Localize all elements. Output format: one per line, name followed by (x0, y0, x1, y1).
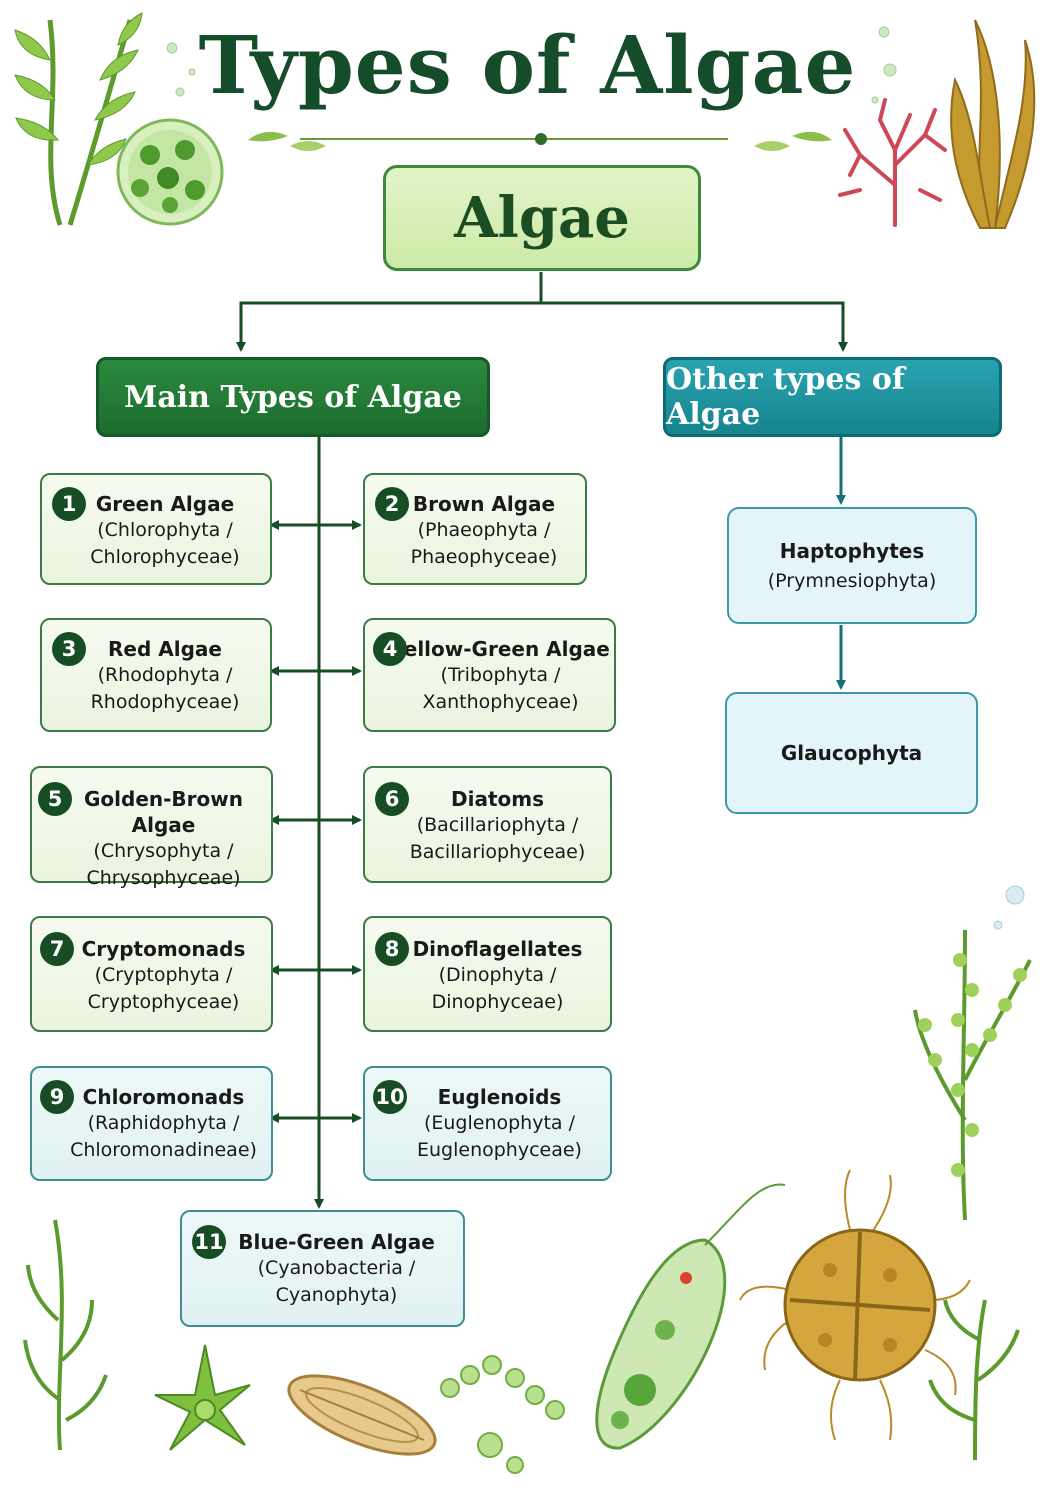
item-name: Diatoms (451, 787, 544, 811)
green-colony-cell-illustration (116, 118, 224, 226)
item-scientific: (Chrysophyta / (93, 840, 234, 862)
green-branch-beads (918, 953, 1027, 1177)
algae-item-2: 2 Brown Algae (Phaeophyta / Phaeophyceae… (363, 473, 587, 585)
item-scientific-2: Chloromonadineae) (70, 1139, 257, 1161)
algae-item-7: 7 Cryptomonads (Cryptophyta / Cryptophyc… (30, 916, 273, 1032)
diatom-illustration (287, 1374, 437, 1456)
algae-item-11: 11 Blue-Green Algae (Cyanobacteria / Cya… (180, 1210, 465, 1327)
dinoflagellate-illustration (739, 1169, 971, 1441)
bubbles-right (993, 885, 1025, 930)
item-name: Cryptomonads (81, 937, 246, 961)
number-badge: 6 (375, 782, 409, 816)
category-main-types: Main Types of Algae (96, 357, 490, 437)
item-scientific: (Rhodophyta / (97, 664, 233, 686)
item-scientific-2: Xanthophyceae) (422, 691, 579, 713)
bottom-right-seaweed-illustration (928, 1299, 1020, 1461)
item-name: Green Algae (95, 492, 235, 516)
number-badge: 9 (40, 1080, 74, 1114)
algae-item-1: 1 Green Algae (Chlorophyta / Chlorophyce… (40, 473, 272, 585)
algae-item-6: 6 Diatoms (Bacillariophyta / Bacillariop… (363, 766, 612, 883)
item-name: Euglenoids (437, 1085, 562, 1109)
item-scientific: (Euglenophyta / (423, 1112, 576, 1134)
item-scientific: (Raphidophyta / (87, 1112, 240, 1134)
bottom-left-seaweed-illustration (23, 1219, 108, 1451)
euglena-illustration (595, 1183, 786, 1450)
algae-item-3: 3 Red Algae (Rhodophyta / Rhodophyceae) (40, 618, 272, 732)
item-scientific-2: Dinophyceae) (431, 991, 564, 1013)
star-shaped-algae-illustration (154, 1344, 251, 1451)
category-other-types: Other types of Algae (663, 357, 1002, 437)
item-scientific-2: Bacillariophyceae) (409, 841, 586, 863)
number-badge: 10 (373, 1080, 407, 1114)
number-badge: 4 (373, 632, 407, 666)
item-scientific-2: Euglenophyceae) (417, 1139, 582, 1161)
item-scientific: (Dinophyta / (438, 964, 557, 986)
item-name: Dinoflagellates (412, 937, 583, 961)
colony-beads-illustration (440, 1355, 565, 1474)
item-name: Red Algae (108, 637, 222, 661)
connector-lines (236, 272, 848, 1209)
item-name: Chloromonads (82, 1085, 245, 1109)
item-name: Haptophytes (779, 538, 925, 563)
other-item-glaucophyta: Glaucophyta (725, 692, 978, 814)
item-name: Yellow-Green Algae (391, 637, 610, 661)
item-scientific: (Phaeophyta / (417, 519, 551, 541)
number-badge: 2 (375, 487, 409, 521)
algae-item-4: 4 Yellow-Green Algae (Tribophyta / Xanth… (363, 618, 616, 732)
red-algae-illustration (838, 98, 947, 227)
algae-item-10: 10 Euglenoids (Euglenophyta / Euglenophy… (363, 1066, 612, 1181)
item-name: Golden-Brown Algae (84, 787, 243, 837)
brown-kelp-illustration (950, 19, 1036, 229)
item-scientific-2: Phaeophyceae) (410, 546, 558, 568)
number-badge: 5 (38, 782, 72, 816)
page-title: Types of Algae (198, 18, 857, 112)
item-scientific: (Cyanobacteria / (257, 1257, 416, 1279)
item-name: Glaucophyta (780, 741, 923, 765)
algae-item-9: 9 Chloromonads (Raphidophyta / Chloromon… (30, 1066, 273, 1181)
item-scientific: (Bacillariophyta / (416, 814, 579, 836)
number-badge: 11 (192, 1225, 226, 1259)
number-badge: 1 (52, 487, 86, 521)
item-scientific-2: Cyanophyta) (275, 1284, 398, 1306)
green-branch-seaweed-illustration (913, 929, 1032, 1221)
number-badge: 3 (52, 632, 86, 666)
item-scientific: (Cryptophyta / (94, 964, 233, 986)
title-ornament (248, 131, 832, 151)
algae-item-5: 5 Golden-Brown Algae (Chrysophyta / Chry… (30, 766, 273, 889)
green-seaweed-illustration (14, 12, 143, 226)
item-scientific: (Chlorophyta / (97, 519, 233, 541)
number-badge: 8 (375, 932, 409, 966)
item-scientific: (Tribophyta / (440, 664, 561, 686)
number-badge: 7 (40, 932, 74, 966)
item-scientific-2: Rhodophyceae) (90, 691, 240, 713)
item-name: Brown Algae (412, 492, 556, 516)
other-item-haptophytes: Haptophytes (Prymnesiophyta) (727, 507, 977, 624)
algae-item-8: 8 Dinoflagellates (Dinophyta / Dinophyce… (363, 916, 612, 1032)
item-scientific-2: Cryptophyceae) (87, 991, 240, 1013)
item-scientific: (Prymnesiophyta) (767, 569, 937, 592)
item-name: Blue-Green Algae (238, 1230, 435, 1254)
item-scientific-2: Chrysophyceae) (86, 867, 241, 889)
root-node-algae: Algae (383, 165, 701, 271)
item-scientific-2: Chlorophyceae) (90, 546, 240, 568)
bubbles-top (166, 26, 897, 104)
